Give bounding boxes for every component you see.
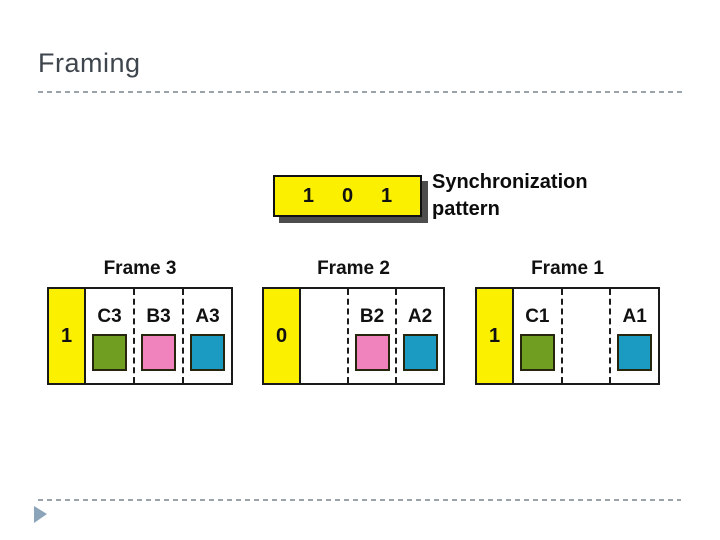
slot-label: A1 [622, 306, 647, 327]
time-slot: A3 [182, 289, 231, 383]
time-slot [560, 289, 610, 383]
channel-swatch [354, 334, 390, 371]
frame-1: Frame 1 1 C1 A1 [475, 255, 660, 385]
frame-sync-bit-slot: 1 [49, 289, 86, 383]
sync-bit: 1 [302, 184, 315, 207]
time-slot: B2 [347, 289, 395, 383]
channel-swatch [617, 334, 653, 371]
slide-title: Framing [38, 48, 141, 78]
channel-swatch [92, 334, 127, 371]
time-slot: B3 [133, 289, 182, 383]
time-slot [301, 289, 347, 383]
slot-label: A3 [195, 306, 220, 327]
slot-label: C1 [525, 306, 550, 327]
slot-label: B3 [146, 306, 171, 327]
frame-title: Frame 2 [317, 258, 390, 279]
sync-pattern-label-line2: pattern [432, 198, 500, 220]
frame-box: 1 C3 B3 A3 [47, 287, 233, 385]
sync-pattern-label: Synchronization pattern [432, 169, 588, 223]
sync-bit: 1 [380, 184, 393, 207]
sync-pattern-box: 1 0 1 [273, 175, 422, 217]
slot-label: C3 [97, 306, 122, 327]
time-slot: C1 [514, 289, 561, 383]
frame-title: Frame 1 [531, 258, 604, 279]
frame-box: 1 C1 A1 [475, 287, 660, 385]
frame-box: 0 B2 A2 [262, 287, 445, 385]
channel-swatch [519, 334, 555, 371]
channel-swatch [190, 334, 225, 371]
frame-sync-bit-slot: 1 [477, 289, 514, 383]
frame-title: Frame 3 [103, 258, 177, 279]
sync-pattern-label-line1: Synchronization [432, 171, 588, 193]
sync-bit: 0 [341, 184, 354, 207]
time-slot: C3 [86, 289, 133, 383]
frame-3: Frame 3 1 C3 B3 A3 [47, 255, 233, 385]
slot-label: B2 [359, 306, 385, 327]
footer-divider [38, 499, 681, 501]
slot-label: A2 [407, 306, 433, 327]
footer-arrow-icon [34, 506, 47, 523]
frame-2: Frame 2 0 B2 A2 [262, 255, 445, 385]
title-divider [38, 91, 683, 93]
channel-swatch [402, 334, 438, 371]
time-slot: A2 [395, 289, 443, 383]
channel-swatch [141, 334, 176, 371]
frame-sync-bit-slot: 0 [264, 289, 301, 383]
time-slot: A1 [609, 289, 658, 383]
